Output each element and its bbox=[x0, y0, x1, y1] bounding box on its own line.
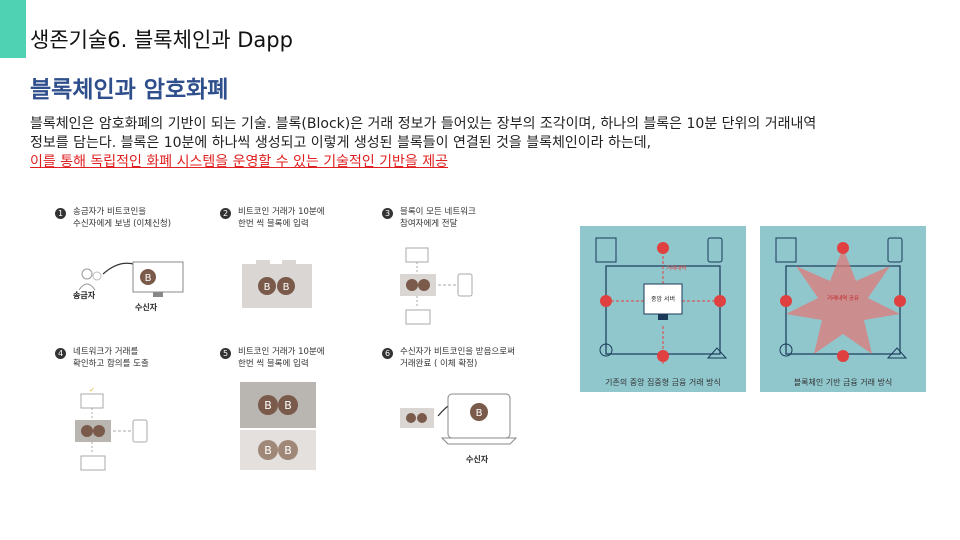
step-number: 5 bbox=[220, 348, 231, 359]
chained-blocks-illustration: B B B B bbox=[240, 382, 316, 470]
step-caption: 비트코인 거래가 10분에 한번 씩 블록에 입력 bbox=[238, 207, 325, 229]
central-system-panel: 중앙 서버 거래내역 기존의 중앙 집중형 금융 거래 방식 bbox=[580, 226, 746, 392]
step-caption: 블록이 모든 네트워크 참여자에게 전달 bbox=[400, 207, 476, 229]
block-illustration: B B bbox=[242, 260, 312, 308]
step-number: 4 bbox=[55, 348, 66, 359]
central-network-diagram bbox=[595, 237, 728, 366]
step-2: 2 비트코인 거래가 10분에 한번 씩 블록에 입력 B B bbox=[220, 204, 380, 344]
step-number: 2 bbox=[220, 208, 231, 219]
step-caption: 네트워크가 거래를 확인하고 합의를 도출 bbox=[73, 347, 149, 369]
body-highlight: 이를 통해 독립적인 화폐 시스템을 운영할 수 있는 기술적인 기반을 제공 bbox=[30, 154, 449, 170]
central-server-label: 중앙 서버 bbox=[651, 296, 675, 303]
network-illustration bbox=[400, 247, 473, 325]
step-caption: 수신자가 비트코인을 받음으로써 거래완료 ( 이체 확정) bbox=[400, 347, 515, 369]
transfer-illustration: B bbox=[78, 261, 184, 297]
receiver-label: 수신자 bbox=[466, 455, 489, 464]
svg-text:B: B bbox=[284, 444, 292, 457]
sender-label: 송금자 bbox=[73, 291, 96, 300]
accent-bar bbox=[0, 0, 26, 58]
slide-title: 생존기술6. 블록체인과 Dapp bbox=[30, 28, 293, 52]
svg-text:B: B bbox=[264, 282, 271, 293]
consensus-illustration: ✓ bbox=[75, 386, 148, 471]
step-6: 6 수신자가 비트코인을 받음으로써 거래완료 ( 이체 확정) B 수신자 bbox=[382, 344, 542, 484]
sender-icon bbox=[78, 268, 102, 291]
svg-text:✓: ✓ bbox=[89, 386, 95, 394]
step-number: 1 bbox=[55, 208, 66, 219]
bitcoin-steps-diagram: 1 송금자가 비트코인을 수신자에게 보냄 (이체신청) B 송금자 수신자 2… bbox=[55, 200, 535, 480]
panel-caption: 블록체인 기반 금융 거래 방식 bbox=[793, 378, 893, 387]
svg-text:B: B bbox=[476, 408, 483, 419]
step-caption: 송금자가 비트코인을 수신자에게 보냄 (이체신청) bbox=[73, 207, 172, 229]
svg-text:B: B bbox=[283, 282, 290, 293]
step-4: 4 네트워크가 거래를 확인하고 합의를 도출 ✓ bbox=[55, 344, 215, 484]
panel-caption: 기존의 중앙 집중형 금융 거래 방식 bbox=[605, 378, 721, 387]
svg-text:B: B bbox=[284, 399, 292, 412]
step-3: 3 블록이 모든 네트워크 참여자에게 전달 bbox=[382, 204, 542, 344]
step-caption: 비트코인 거래가 10분에 한번 씩 블록에 입력 bbox=[238, 347, 325, 369]
receipt-illustration: B bbox=[400, 393, 518, 445]
shared-ledger-label: 거래내역 공유 bbox=[826, 296, 860, 302]
section-heading: 블록체인과 암호화폐 bbox=[30, 77, 229, 103]
blockchain-system-panel: 거래내역 공유 블록체인 기반 금융 거래 방식 bbox=[760, 226, 926, 392]
body-line-2: 정보를 담는다. 블록은 10분에 하나씩 생성되고 이렇게 생성된 블록들이 … bbox=[30, 135, 652, 151]
blockchain-network-diagram bbox=[775, 237, 908, 362]
body-line-1: 블록체인은 암호화폐의 기반이 되는 기술. 블록(Block)은 거래 정보가… bbox=[30, 116, 817, 132]
step-number: 6 bbox=[382, 348, 393, 359]
flow-label: 거래내역 bbox=[666, 266, 687, 272]
receiver-monitor-icon: B bbox=[132, 261, 184, 297]
svg-text:B: B bbox=[264, 399, 272, 412]
step-5: 5 비트코인 거래가 10분에 한번 씩 블록에 입력 B B B B bbox=[220, 344, 380, 484]
body-text: 블록체인은 암호화폐의 기반이 되는 기술. 블록(Block)은 거래 정보가… bbox=[30, 115, 930, 172]
svg-text:B: B bbox=[264, 444, 272, 457]
step-number: 3 bbox=[382, 208, 393, 219]
receiver-label: 수신자 bbox=[135, 303, 158, 312]
svg-text:B: B bbox=[145, 273, 152, 284]
step-1: 1 송금자가 비트코인을 수신자에게 보냄 (이체신청) B 송금자 수신자 bbox=[55, 204, 215, 344]
